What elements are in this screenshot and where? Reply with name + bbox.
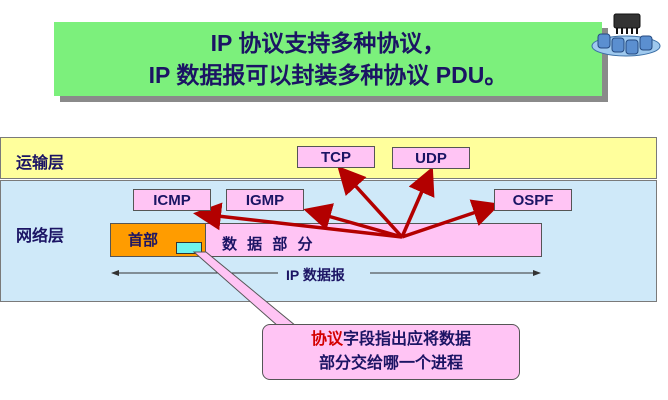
callout-pointer	[192, 251, 298, 327]
ip-header-label: 首部	[128, 232, 159, 249]
arrow-to-tcp	[337, 165, 404, 239]
protocol-box-udp: UDP	[392, 147, 470, 169]
ip-datagram-label: IP 数据报	[282, 265, 349, 285]
arrow-to-igmp	[303, 203, 403, 239]
transport-layer-label: 运输层	[16, 155, 65, 172]
callout-line-1: 协议字段指出应将数据	[311, 328, 471, 352]
arrow-to-udp	[400, 166, 435, 238]
network-layer-label: 网络层	[16, 228, 65, 245]
protocol-label-icmp: ICMP	[153, 191, 191, 209]
arrow-to-ospf	[401, 199, 501, 239]
arrow-to-icmp	[193, 202, 403, 239]
protocol-label-ospf: OSPF	[512, 191, 554, 209]
protocol-label-udp: UDP	[415, 149, 447, 167]
callout-highlight: 协议	[310, 331, 343, 348]
protocol-label-tcp: TCP	[321, 148, 351, 166]
protocol-field	[176, 242, 202, 254]
protocol-box-tcp: TCP	[297, 146, 375, 168]
protocol-label-igmp: IGMP	[245, 191, 285, 209]
protocol-box-igmp: IGMP	[226, 189, 304, 211]
network-device-icon	[586, 8, 664, 66]
data-part-label: 数 据 部 分	[222, 236, 316, 253]
protocol-field-callout: 协议字段指出应将数据 部分交给哪一个进程	[262, 324, 520, 380]
protocol-box-icmp: ICMP	[133, 189, 211, 211]
callout-line-2: 部分交给哪一个进程	[318, 355, 463, 372]
callout-line-1-rest: 字段指出应将数据	[343, 331, 472, 348]
title-banner: IP 协议支持多种协议， IP 数据报可以封装多种协议 PDU。	[54, 22, 602, 96]
protocol-box-ospf: OSPF	[494, 189, 572, 211]
title-line-1: IP 协议支持多种协议，	[210, 30, 446, 56]
title-line-2: IP 数据报可以封装多种协议 PDU。	[148, 62, 508, 88]
